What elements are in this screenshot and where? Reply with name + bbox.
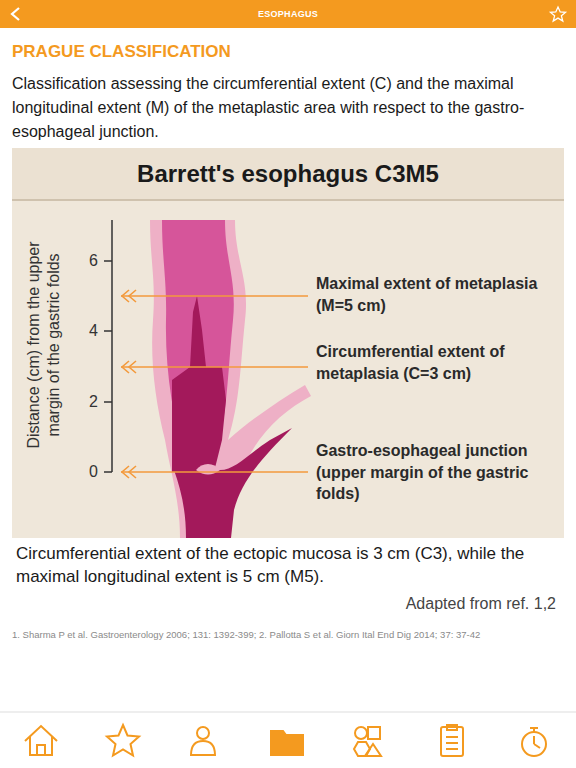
node-text: ESOPHAGUS (258, 9, 318, 20)
reference-list: 1. Sharma P et al. Gastroenterology 2006… (12, 629, 568, 641)
leader-arrows (121, 290, 308, 478)
figure-caption: Circumferential extent of the ectopic mu… (16, 543, 564, 589)
title-band (12, 148, 564, 200)
tab-bar-border (0, 712, 576, 713)
intro-text: Classification assessing the circumferen… (12, 72, 564, 144)
tab-icons (25, 725, 546, 756)
node-text: Barrett's esophagus C3M5 (137, 160, 439, 189)
tick-label: 4 (70, 321, 98, 342)
callout-label: Maximal extent of metaplasia (M=5 cm) (316, 273, 548, 316)
figure-title-band: Barrett's esophagus C3M5 (12, 148, 564, 200)
tick-label: 2 (70, 392, 98, 413)
favorite-star (551, 7, 566, 21)
header-bar: ESOPHAGUS (60, 0, 516, 28)
back-chevron (12, 8, 19, 20)
tab-bar (0, 712, 576, 768)
tick-label: 0 (70, 462, 98, 483)
band-shadow (12, 199, 564, 201)
top-bar (0, 0, 576, 28)
callout-label: Gastro-esophageal junction (upper margin… (316, 440, 560, 505)
axis-title: Distance (cm) from the upper margin of t… (24, 220, 64, 470)
axis (104, 220, 112, 472)
page-title: PRAGUE CLASSIFICATION (12, 41, 231, 63)
tick-label: 6 (70, 251, 98, 272)
figure-panel (12, 148, 564, 538)
source-note: Adapted from ref. 1,2 (256, 594, 556, 615)
esophagus-illustration (150, 220, 311, 538)
callout-label: Circumferential extent of metaplasia (C=… (316, 341, 548, 384)
